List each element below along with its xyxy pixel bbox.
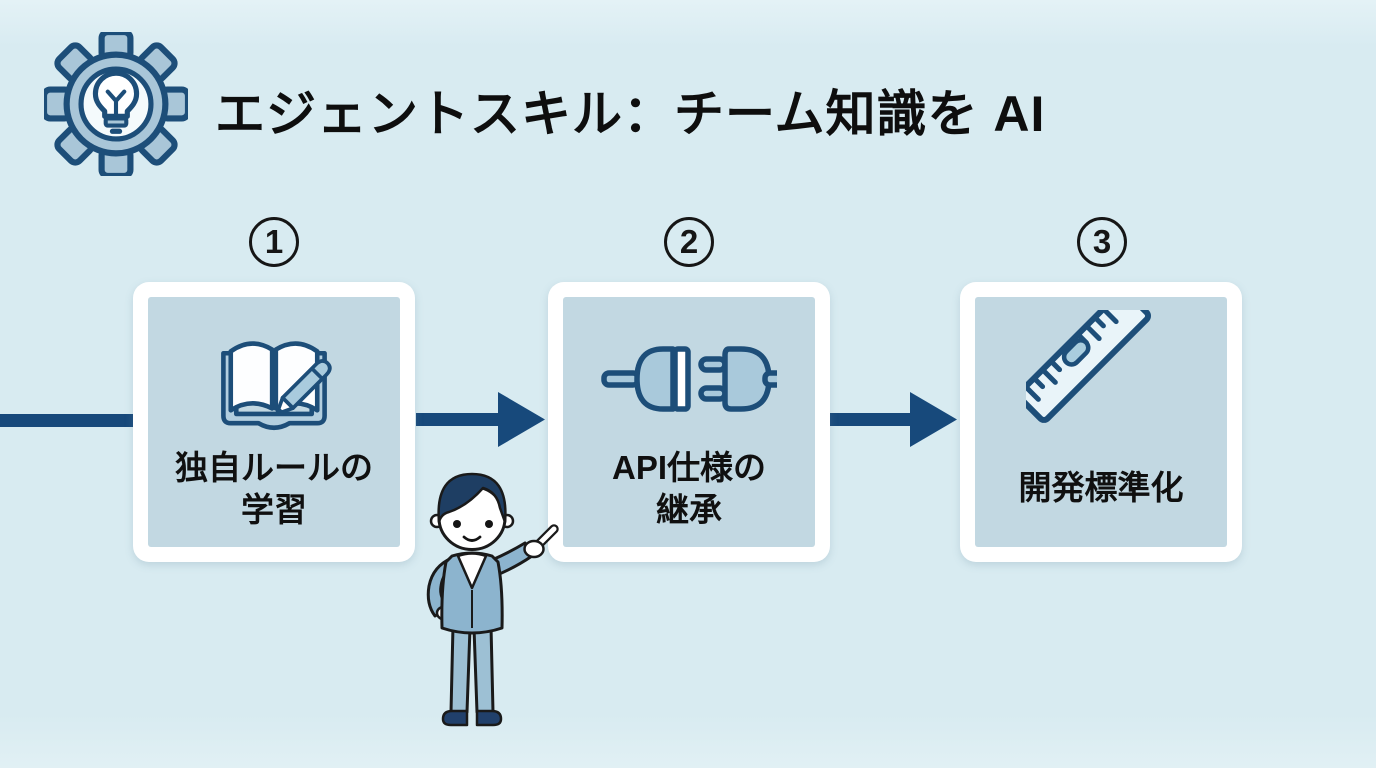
flow-arrow-1 <box>416 392 545 447</box>
step-card-2: API仕様の 継承 <box>548 282 830 562</box>
step-3-label-line-1: 開発標準化 <box>1018 468 1184 506</box>
step-1-label-line-2: 学習 <box>241 490 307 528</box>
diagonal-ruler-icon <box>1026 310 1151 423</box>
step-2-label-line-2: 継承 <box>656 490 722 528</box>
step-number-badge-1: 1 <box>249 217 299 267</box>
step-card-1-label: 独自ルールの 学習 <box>148 447 400 531</box>
open-book-pencil-icon <box>221 341 332 431</box>
step-number-3: 3 <box>1092 223 1112 260</box>
flow-line-entering <box>0 414 133 427</box>
step-card-3-panel: 開発標準化 <box>975 297 1227 547</box>
step-number-badge-2: 2 <box>664 217 714 267</box>
gear-lightbulb-icon <box>44 32 188 176</box>
step-card-3: 開発標準化 <box>960 282 1242 562</box>
page-title: エジェントスキル：チーム知識を AI <box>215 86 1046 142</box>
step-number-1: 1 <box>264 223 284 260</box>
step-card-2-panel: API仕様の 継承 <box>563 297 815 547</box>
step-card-1: 独自ルールの 学習 <box>133 282 415 562</box>
step-card-2-label: API仕様の 継承 <box>563 447 815 531</box>
step-card-1-panel: 独自ルールの 学習 <box>148 297 400 547</box>
presenter-figure-illustration <box>426 472 559 727</box>
step-2-label-line-1: API仕様の <box>611 448 766 486</box>
step-card-3-label: 開発標準化 <box>975 467 1227 509</box>
step-1-label-line-1: 独自ルールの <box>175 448 373 486</box>
plug-connectors-icon <box>601 346 777 412</box>
step-number-badge-3: 3 <box>1077 217 1127 267</box>
flow-arrow-2 <box>828 392 957 447</box>
step-number-2: 2 <box>679 223 699 260</box>
